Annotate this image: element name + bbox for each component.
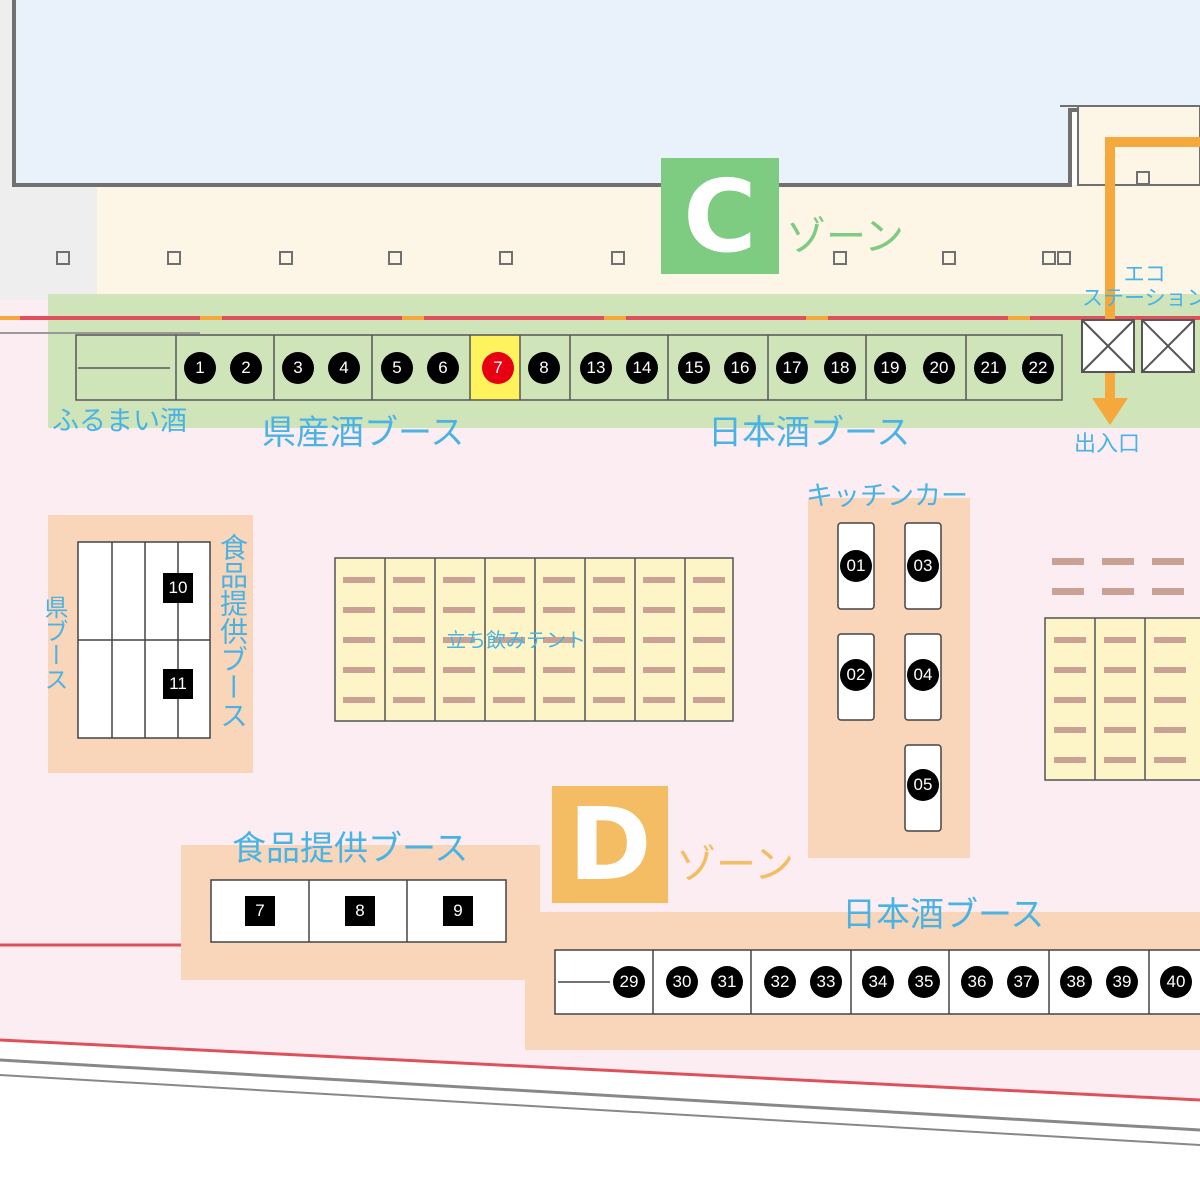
- booth-marker-21[interactable]: 21: [974, 352, 1006, 384]
- booth-marker-13[interactable]: 13: [580, 352, 612, 384]
- booth-marker-16[interactable]: 16: [724, 352, 756, 384]
- booth-marker-40[interactable]: 40: [1160, 966, 1192, 998]
- booth-marker-19[interactable]: 19: [874, 352, 906, 384]
- kitchen-car-marker-01[interactable]: 01: [840, 550, 872, 582]
- kitchen-car-marker-04[interactable]: 04: [907, 659, 939, 691]
- ken-booth-label: 県ブース: [40, 595, 68, 691]
- booth-marker-18[interactable]: 18: [824, 352, 856, 384]
- booth-marker-30[interactable]: 30: [666, 966, 698, 998]
- booth-marker-36[interactable]: 36: [961, 966, 993, 998]
- booth-marker-7[interactable]: 7: [482, 352, 514, 384]
- booth-marker-3[interactable]: 3: [282, 352, 314, 384]
- booth-marker-22[interactable]: 22: [1022, 352, 1054, 384]
- booth-marker-17[interactable]: 17: [776, 352, 808, 384]
- food-booth-marker-10[interactable]: 10: [163, 573, 193, 603]
- booth-marker-37[interactable]: 37: [1007, 966, 1039, 998]
- kensan-booth-label: 県産酒ブース: [262, 413, 465, 453]
- tachinomi-label: 立ち飲みテント: [446, 628, 586, 652]
- booth-marker-14[interactable]: 14: [626, 352, 658, 384]
- eco-station-label: エコ ステーション: [1082, 262, 1200, 311]
- food-booth-bottom-marker-9[interactable]: 9: [443, 896, 473, 926]
- booth-marker-31[interactable]: 31: [711, 966, 743, 998]
- booth-marker-1[interactable]: 1: [184, 352, 216, 384]
- booth-marker-4[interactable]: 4: [328, 352, 360, 384]
- booth-marker-6[interactable]: 6: [427, 352, 459, 384]
- kitchen-car-marker-03[interactable]: 03: [907, 550, 939, 582]
- food-booth-bottom-marker-7[interactable]: 7: [245, 896, 275, 926]
- kitchen-car-marker-05[interactable]: 05: [907, 769, 939, 801]
- booth-marker-39[interactable]: 39: [1106, 966, 1138, 998]
- booth-marker-8[interactable]: 8: [528, 352, 560, 384]
- nihonshu-top-label: 日本酒ブース: [708, 413, 911, 453]
- zone-c-word: ゾーン: [786, 214, 904, 260]
- booth-marker-35[interactable]: 35: [908, 966, 940, 998]
- food-side-label: 食品提供ブース: [216, 533, 249, 729]
- zone-d-word: ゾーン: [676, 842, 794, 888]
- zone-d-badge: D: [552, 786, 668, 903]
- booth-marker-29[interactable]: 29: [613, 966, 645, 998]
- booth-marker-15[interactable]: 15: [678, 352, 710, 384]
- booth-marker-32[interactable]: 32: [764, 966, 796, 998]
- food-booth-marker-11[interactable]: 11: [163, 669, 193, 699]
- booth-marker-34[interactable]: 34: [862, 966, 894, 998]
- booth-marker-2[interactable]: 2: [230, 352, 262, 384]
- booth-marker-20[interactable]: 20: [923, 352, 955, 384]
- booth-marker-33[interactable]: 33: [810, 966, 842, 998]
- food-bottom-label: 食品提供ブース: [232, 829, 469, 869]
- furumai-label: ふるまい酒: [52, 406, 187, 437]
- zone-c-badge: C: [661, 158, 779, 275]
- exit-label: 出入口: [1074, 432, 1141, 457]
- nihonshu-bottom-label: 日本酒ブース: [842, 895, 1045, 935]
- food-booth-bottom-marker-8[interactable]: 8: [345, 896, 375, 926]
- booth-marker-5[interactable]: 5: [381, 352, 413, 384]
- booth-marker-38[interactable]: 38: [1060, 966, 1092, 998]
- kitchen-car-marker-02[interactable]: 02: [840, 659, 872, 691]
- kitchen-car-label: キッチンカー: [806, 481, 968, 512]
